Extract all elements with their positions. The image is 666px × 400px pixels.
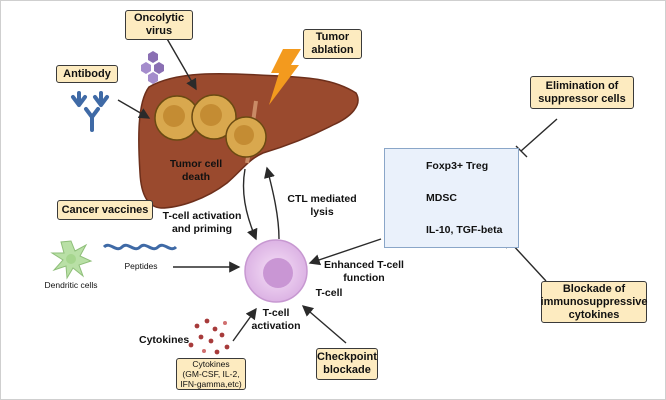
cytokine-dots-icon [188, 318, 230, 355]
dendritic-cells-label: Dendritic cells [44, 280, 98, 290]
lightning-bolt-icon [269, 49, 301, 105]
oncolytic-virus-box: Oncolytic virus [125, 10, 193, 40]
cytokines-detail-box: Cytokines (GM-CSF, IL-2, IFN-gamma,etc) [176, 358, 246, 390]
tumor-cell-death-label: Tumor cell death [169, 158, 223, 183]
arrow-panel-tcell [308, 238, 382, 266]
panel-il10-label: IL-10, TGF-beta [426, 224, 503, 236]
antibody-box: Antibody [56, 65, 118, 83]
tcell-label: T-cell [315, 287, 343, 299]
cytokines-label: Cytokines [139, 334, 190, 346]
panel-mdsc-label: MDSC [426, 192, 457, 204]
antibody-icon [71, 91, 109, 132]
peptides-icon [102, 243, 178, 251]
t-cell-icon [244, 239, 308, 303]
tumor-nodule [191, 94, 237, 140]
peptides-label: Peptides [124, 261, 158, 271]
tcell-activation-priming-label: T-cell activation and priming [162, 210, 242, 235]
arrow-virus-liver [165, 36, 197, 91]
panel-treg-label: Foxp3+ Treg [426, 160, 489, 172]
arrow-checkpoint-tcell [301, 305, 347, 344]
inhibit-elimination [515, 118, 558, 158]
tcell-activation-label: T-cell activation [251, 307, 301, 332]
arrow-tcell-activation [242, 168, 258, 241]
virus-icon [141, 51, 164, 84]
arrow-cytokines-tcell [232, 307, 257, 342]
cancer-vaccines-box: Cancer vaccines [57, 200, 153, 220]
enhanced-function-label: Enhanced T-cell function [324, 259, 404, 284]
arrow-antibody-liver [117, 99, 151, 119]
suppressor-panel [384, 148, 519, 248]
tumor-ablation-box: Tumor ablation [303, 29, 362, 59]
arrow-ctl-lysis [264, 166, 280, 240]
checkpoint-box: Checkpoint blockade [316, 348, 378, 380]
tumor-nodule [225, 116, 267, 158]
blockade-cytokines-box: Blockade of immunosuppressive cytokines [541, 281, 648, 323]
dendritic-cell-icon [50, 240, 93, 280]
elimination-box: Elimination of suppressor cells [530, 76, 634, 109]
ctl-lysis-label: CTL mediated lysis [287, 193, 357, 218]
